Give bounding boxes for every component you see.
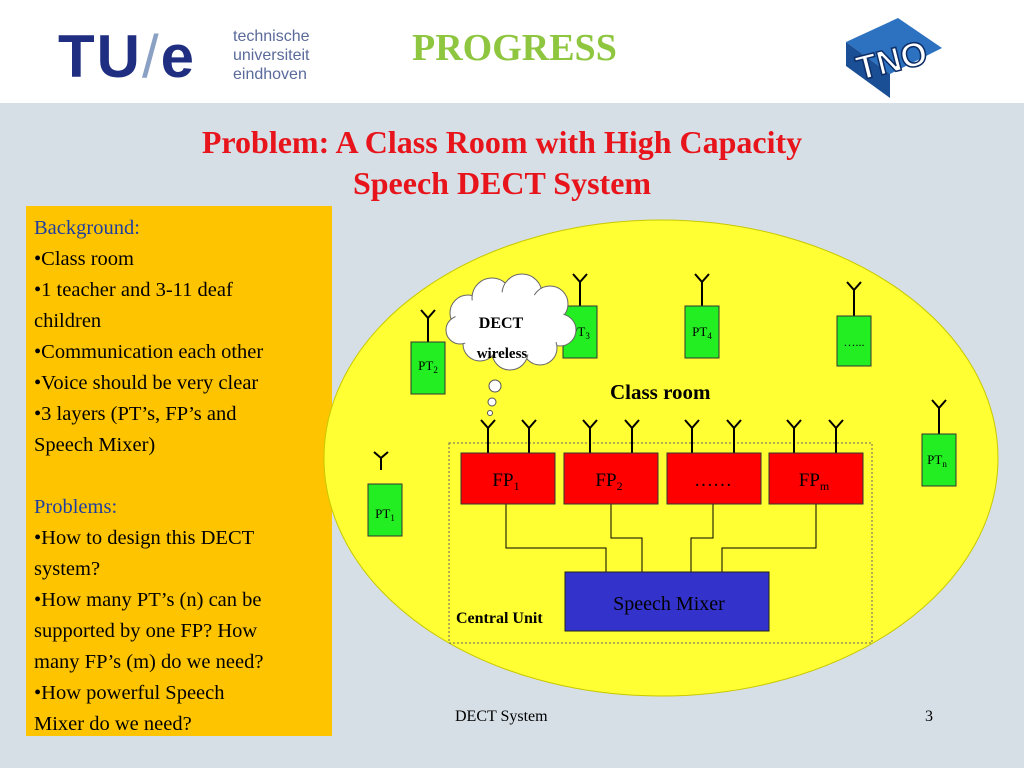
svg-text:PT2: PT2 (418, 358, 438, 375)
pt3-subscript: 3 (585, 331, 590, 341)
logo-slash: / (141, 23, 161, 90)
pt2-label: PT (418, 358, 433, 373)
problems-item: system? (34, 558, 101, 580)
fp2: FP2 (563, 452, 659, 505)
classroom-diagram: Central Unit Class room PT1 PT2 PT3 PT4 … (323, 219, 999, 697)
ptn: PTn (921, 433, 957, 487)
dect-wireless-cloud: DECT wireless (445, 273, 577, 416)
tu-e-logo: TU/e (58, 22, 196, 92)
background-item: •Class room (34, 248, 134, 270)
background-heading: Background: (34, 217, 140, 239)
ptn-label: PT (927, 452, 942, 467)
problems-item: Mixer do we need? (34, 713, 192, 735)
pt2-subscript: 2 (433, 365, 438, 375)
logo-e-text: e (160, 23, 197, 90)
background-item: Speech Mixer) (34, 434, 156, 456)
fp1-subscript: 1 (514, 479, 520, 493)
fp-antennas (480, 419, 844, 453)
fp-antenna-icon (684, 419, 700, 453)
pt4: PT4 (684, 305, 720, 359)
background-item: •3 layers (PT’s, FP’s and (34, 403, 237, 425)
cloud-line-2: wireless (477, 346, 528, 362)
fpm: FPm (768, 452, 864, 505)
pt2: PT2 (410, 341, 446, 395)
page-number: 3 (925, 708, 933, 725)
pt3-antenna-icon (572, 273, 588, 306)
cloud-line-1: DECT (479, 315, 524, 332)
cloud-bubble-icon (488, 379, 502, 393)
fp-antenna-icon (480, 419, 496, 453)
fpm-label: FP (799, 470, 820, 491)
central-unit-box (448, 442, 873, 644)
fp-ellipsis: …… (666, 452, 762, 505)
ptn-subscript: n (942, 459, 947, 469)
cloud-bubble-icon (487, 397, 497, 407)
university-line-1: technische (233, 28, 310, 45)
pt1: PT1 (367, 483, 403, 537)
problems-item: •How powerful Speech (34, 682, 225, 704)
fp2-label: FP (595, 470, 616, 491)
pt-ellipsis: …... (836, 315, 872, 367)
svg-text:FP2: FP2 (595, 470, 622, 493)
slide-header: TU/e technische universiteit eindhoven P… (0, 0, 1024, 103)
background-item: •Communication each other (34, 341, 264, 363)
fp-antenna-icon (786, 419, 802, 453)
svg-text:FPm: FPm (799, 470, 830, 493)
problems-item: •How to design this DECT (34, 527, 255, 549)
university-name: technische universiteit eindhoven (233, 27, 310, 84)
university-line-3: eindhoven (233, 66, 307, 83)
fp-ellipsis-label: …… (694, 470, 732, 491)
background-item: children (34, 310, 102, 332)
pt1-antenna-icon (373, 451, 389, 470)
fp-antenna-icon (521, 419, 537, 453)
problems-heading: Problems: (34, 496, 118, 518)
section-title: PROGRESS (412, 27, 617, 69)
svg-text:PTn: PTn (927, 452, 947, 469)
fp-antenna-icon (582, 419, 598, 453)
problems-item: •How many PT’s (n) can be (34, 589, 262, 611)
fp1: FP1 (460, 452, 556, 505)
cloud-bubble-icon (487, 410, 493, 416)
pt-antennas (373, 273, 947, 470)
pt2-antenna-icon (420, 309, 436, 342)
fp-antenna-icon (828, 419, 844, 453)
svg-text:PT4: PT4 (692, 324, 712, 341)
fp1-label: FP (492, 470, 513, 491)
background-item: •1 teacher and 3-11 deaf (34, 279, 233, 301)
background-box: Background: •Class room •1 teacher and 3… (26, 206, 332, 736)
pt1-subscript: 1 (390, 513, 395, 523)
classroom-label: Class room (610, 380, 711, 404)
svg-text:PT1: PT1 (375, 506, 395, 523)
fp-antenna-icon (624, 419, 640, 453)
fp-antenna-icon (726, 419, 742, 453)
speech-mixer-label: Speech Mixer (613, 593, 725, 615)
pt4-label: PT (692, 324, 707, 339)
svg-text:FP1: FP1 (492, 470, 519, 493)
footer-title: DECT System (455, 708, 548, 725)
ptn-antenna-icon (931, 399, 947, 434)
background-item: •Voice should be very clear (34, 372, 259, 394)
pt4-antenna-icon (694, 273, 710, 306)
slide-title: Problem: A Class Room with High Capacity… (100, 122, 904, 204)
pt-ellipsis-antenna-icon (846, 281, 862, 316)
speech-mixer: Speech Mixer (564, 571, 770, 632)
central-unit-label: Central Unit (456, 610, 543, 627)
fp2-subscript: 2 (617, 479, 623, 493)
problems-item: many FP’s (m) do we need? (34, 651, 264, 673)
pt4-subscript: 4 (707, 331, 712, 341)
tno-logo-shape (846, 18, 942, 74)
tno-logo: TNO (838, 14, 948, 102)
logo-tu-text: TU (58, 23, 142, 90)
fp-mixer-connectors (505, 504, 817, 573)
pt-ellipsis-label: …... (844, 335, 865, 349)
title-line-2: Speech DECT System (352, 165, 652, 201)
fpm-subscript: m (820, 479, 830, 493)
problems-item: supported by one FP? How (34, 620, 258, 642)
university-line-2: universiteit (233, 47, 310, 64)
spacer (34, 461, 324, 492)
title-line-1: Problem: A Class Room with High Capacity (201, 124, 803, 160)
pt1-label: PT (375, 506, 390, 521)
